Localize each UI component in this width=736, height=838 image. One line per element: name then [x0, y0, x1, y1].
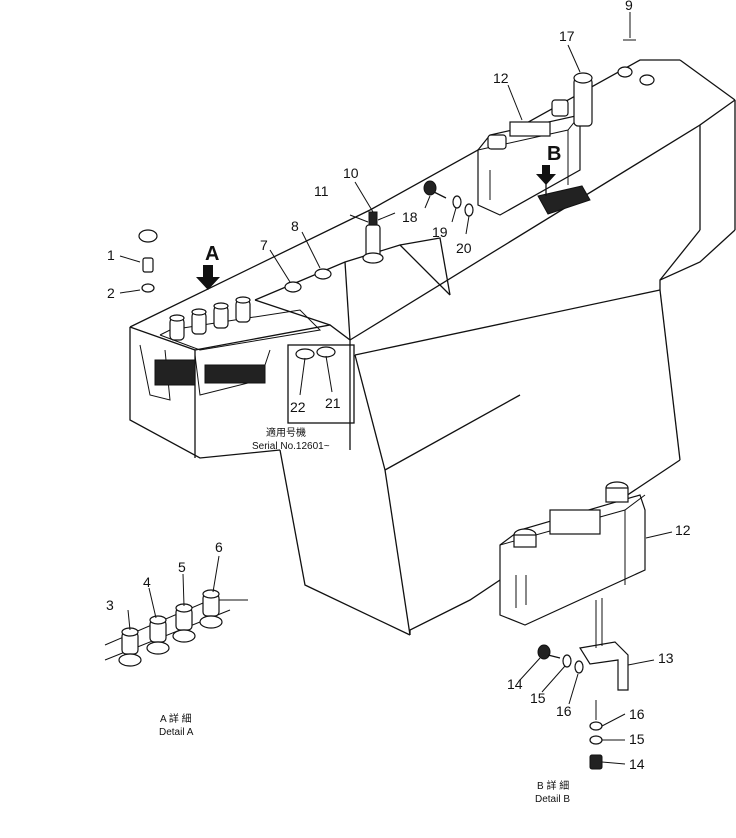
- detail-a-en: Detail A: [159, 727, 194, 738]
- detail-b-drawing: [499, 481, 646, 770]
- callout-labels: 1 2 3 4 5 6 7 8 9 10 11 12 12 13 14 14 1…: [106, 0, 691, 805]
- callout-11: 11: [314, 183, 329, 199]
- callout-16-a: 16: [556, 703, 572, 719]
- callout-18: 18: [402, 209, 418, 225]
- panel-a-switches: [169, 296, 251, 341]
- callout-10: 10: [343, 165, 359, 181]
- leader-lines: [119, 12, 673, 765]
- view-label-b: B: [547, 143, 561, 165]
- callout-14-b: 14: [629, 756, 645, 772]
- view-label-a: A: [205, 243, 219, 265]
- callout-5: 5: [178, 559, 186, 575]
- callout-17: 17: [559, 28, 575, 44]
- bolt-1: [138, 229, 158, 273]
- detail-a-drawing: [104, 589, 248, 667]
- callout-9: 9: [625, 0, 633, 13]
- callout-4: 4: [143, 574, 151, 590]
- plug-8: [314, 268, 332, 280]
- callout-20: 20: [456, 240, 472, 256]
- callout-2: 2: [107, 285, 115, 301]
- breaker-17: [573, 72, 593, 127]
- callout-14-a: 14: [507, 676, 523, 692]
- arrow-a: [196, 265, 220, 290]
- callout-15-a: 15: [530, 690, 546, 706]
- callout-7: 7: [260, 237, 268, 253]
- washer-2: [141, 283, 155, 293]
- bolt-18: [423, 180, 447, 199]
- callout-19: 19: [432, 224, 448, 240]
- key-switch-10: [349, 211, 384, 264]
- callout-13: 13: [658, 650, 674, 666]
- detail-a-jp: A 詳 細: [160, 712, 192, 725]
- battery-12-upper: [477, 99, 581, 216]
- detail-b-en: Detail B: [535, 794, 570, 805]
- callout-22: 22: [290, 399, 306, 415]
- callout-12-detail: 12: [675, 522, 691, 538]
- serial-jp: 適用号機: [266, 426, 306, 439]
- callout-1: 1: [107, 247, 115, 263]
- plug-7: [284, 281, 302, 293]
- serial-en: Serial No.12601~: [252, 441, 330, 452]
- callout-3: 3: [106, 597, 114, 613]
- callout-8: 8: [291, 218, 299, 234]
- washer-20: [464, 203, 474, 217]
- inset-21-22: [287, 344, 355, 424]
- callout-12: 12: [493, 70, 509, 86]
- arrow-b: [536, 165, 556, 185]
- callout-6: 6: [215, 539, 223, 555]
- callout-21: 21: [325, 395, 341, 411]
- detail-b-jp: B 詳 細: [537, 779, 569, 792]
- callout-15-b: 15: [629, 731, 645, 747]
- washer-19: [452, 195, 462, 209]
- callout-16-b: 16: [629, 706, 645, 722]
- cap-9b: [639, 74, 655, 86]
- cap-9a: [617, 66, 633, 78]
